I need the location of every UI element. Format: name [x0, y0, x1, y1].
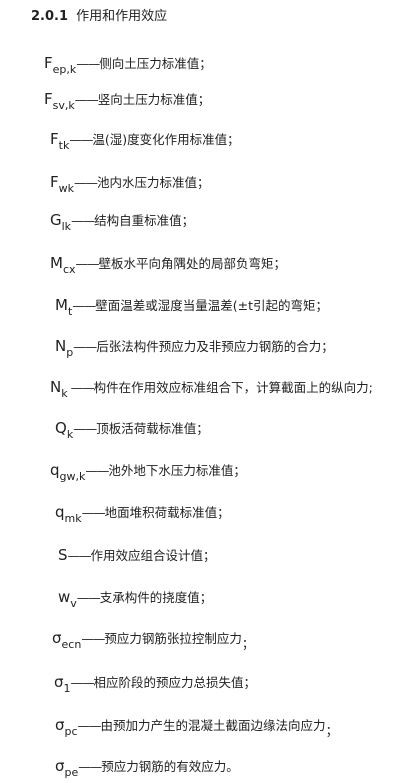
symbol-subscript: v [70, 597, 77, 610]
em-dash: —— [74, 92, 99, 107]
definition-text: 构件在作用效应标准组合下，计算截面上的纵向力; [93, 380, 373, 395]
definition-item: Np——后张法构件预应力及非预应力钢筋的合力； [55, 336, 334, 362]
definition-item: Mt——壁面温差或湿度当量温差(±t引起的弯矩； [55, 295, 328, 321]
definition-item: σ1——相应阶段的预应力总损失值； [54, 672, 256, 698]
symbol: N [50, 378, 62, 396]
symbol-subscript: pe [64, 766, 79, 779]
symbol-subscript: lk [61, 220, 72, 233]
definition-text: 支承构件的挠度值； [99, 590, 213, 605]
symbol: Q [55, 419, 67, 437]
definition-text: 地面堆积荷载标准值； [104, 505, 230, 520]
definition-text: 竖向土压力标准值； [97, 92, 211, 107]
symbol: F [44, 54, 53, 72]
symbol: M [50, 254, 63, 272]
definition-text: 侧向土压力标准值； [99, 56, 212, 71]
symbol-subscript: tk [58, 139, 70, 152]
em-dash: —— [74, 175, 98, 190]
symbol: F [50, 173, 59, 191]
symbol: σ [55, 757, 65, 775]
definition-text: 预应力钢筋张拉控制应力 [104, 631, 242, 646]
em-dash: —— [70, 675, 95, 690]
section-number: 2.0.1 [31, 9, 69, 24]
trailing-punctuation: ； [325, 723, 339, 738]
section-heading: 2.0.1 作用和作用效应 [31, 5, 167, 24]
trailing-punctuation: ； [241, 636, 255, 651]
symbol: σ [55, 716, 65, 734]
symbol-subscript: ecn [61, 638, 82, 651]
symbol-subscript: cx [62, 263, 76, 276]
definition-item: σecn——预应力钢筋张拉控制应力； [52, 628, 254, 654]
definition-text: 池内水压力标准值； [97, 175, 210, 190]
em-dash: —— [81, 505, 106, 520]
em-dash: —— [77, 718, 102, 733]
definition-item: σpe——预应力钢筋的有效应力。 [55, 756, 239, 782]
definition-text: 由预加力产生的混凝土截面边缘法向应力 [100, 718, 326, 733]
symbol-subscript: p [66, 346, 74, 359]
definition-text: 壁板水平向角隅处的局部负弯矩； [98, 256, 287, 271]
symbol: S [58, 546, 68, 564]
symbol: M [55, 296, 68, 314]
em-dash: —— [78, 759, 102, 774]
definition-item: Mcx——壁板水平向角隅处的局部负弯矩； [50, 253, 286, 279]
symbol-subscript: k [66, 428, 74, 441]
symbol-subscript: wk [58, 182, 75, 195]
symbol-subscript: mk [64, 512, 82, 525]
definition-item: S——作用效应组合设计值； [58, 545, 216, 571]
symbol-subscript: sv,k [52, 99, 75, 112]
symbol-subscript: k [61, 387, 68, 400]
symbol: F [50, 130, 59, 148]
definition-text: 结构自重标准值； [94, 213, 195, 228]
definition-text: 后张法构件预应力及非预应力钢筋的合力； [96, 339, 334, 354]
symbol: q [55, 503, 65, 521]
definition-item: qgw,k——池外地下水压力标准值； [50, 460, 246, 486]
definition-text: 顶板活荷载标准值； [96, 421, 209, 436]
definition-item: Fwk——池内水压力标准值； [50, 172, 210, 198]
definition-item: Fep,k——侧向土压力标准值； [44, 53, 212, 79]
symbol-subscript: pc [64, 725, 78, 738]
symbol-subscript: t [67, 305, 73, 318]
em-dash: —— [76, 590, 101, 605]
em-dash: —— [75, 256, 100, 271]
em-dash: —— [72, 298, 96, 313]
definition-item: qmk——地面堆积荷载标准值； [55, 502, 230, 528]
symbol: G [50, 211, 62, 229]
section-title: 作用和作用效应 [76, 9, 168, 24]
em-dash: —— [71, 213, 95, 228]
symbol: q [50, 461, 60, 479]
definition-text: 池外地下水压力标准值； [108, 463, 246, 478]
em-dash: —— [73, 339, 97, 354]
symbol: N [55, 337, 67, 355]
definition-text: 作用效应组合设计值； [90, 548, 216, 563]
em-dash: —— [67, 548, 92, 563]
definition-item: Ftk——温(湿)度变化作用标准值； [50, 129, 240, 155]
em-dash: —— [67, 380, 95, 395]
definition-text: 预应力钢筋的有效应力。 [101, 759, 239, 774]
definition-item: Qk——顶板活荷载标准值； [55, 418, 209, 444]
symbol-subscript: gw,k [59, 470, 86, 483]
em-dash: —— [85, 463, 109, 478]
definition-text: 相应阶段的预应力总损失值； [93, 675, 257, 690]
definition-item: Fsv,k——竖向土压力标准值； [44, 89, 210, 115]
symbol: F [44, 90, 53, 108]
symbol: w [58, 588, 71, 606]
symbol: σ [52, 629, 62, 647]
definition-item: Nk ——构件在作用效应标准组合下，计算截面上的纵向力; [50, 377, 373, 403]
definition-text: 温(湿)度变化作用标准值； [92, 132, 240, 147]
definition-item: σpc——由预加力产生的混凝土截面边缘法向应力； [55, 715, 338, 741]
em-dash: —— [73, 421, 97, 436]
em-dash: —— [76, 56, 100, 71]
definition-item: wv——支承构件的挠度值； [58, 587, 212, 613]
em-dash: —— [81, 631, 105, 646]
em-dash: —— [69, 132, 93, 147]
symbol-subscript: ep,k [52, 63, 77, 76]
definition-item: Glk——结构自重标准值； [50, 210, 194, 236]
symbol-subscript: 1 [63, 682, 71, 695]
symbol: σ [54, 673, 64, 691]
definition-text: 壁面温差或湿度当量温差(±t引起的弯矩； [95, 298, 329, 313]
